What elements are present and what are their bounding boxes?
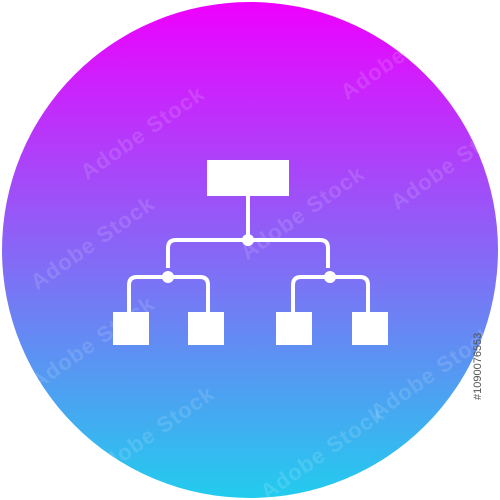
left-branch-connector — [127, 275, 210, 312]
leaf-node-1 — [113, 312, 149, 345]
stock-id-label: #1090076553 — [472, 332, 484, 400]
leaf-node-2 — [188, 312, 224, 345]
root-node — [207, 160, 289, 196]
level1-connector — [166, 238, 330, 268]
leaf-node-3 — [276, 312, 312, 345]
leaf-node-4 — [352, 312, 388, 345]
right-branch-connector — [291, 275, 370, 312]
org-chart-glyph — [113, 160, 388, 345]
